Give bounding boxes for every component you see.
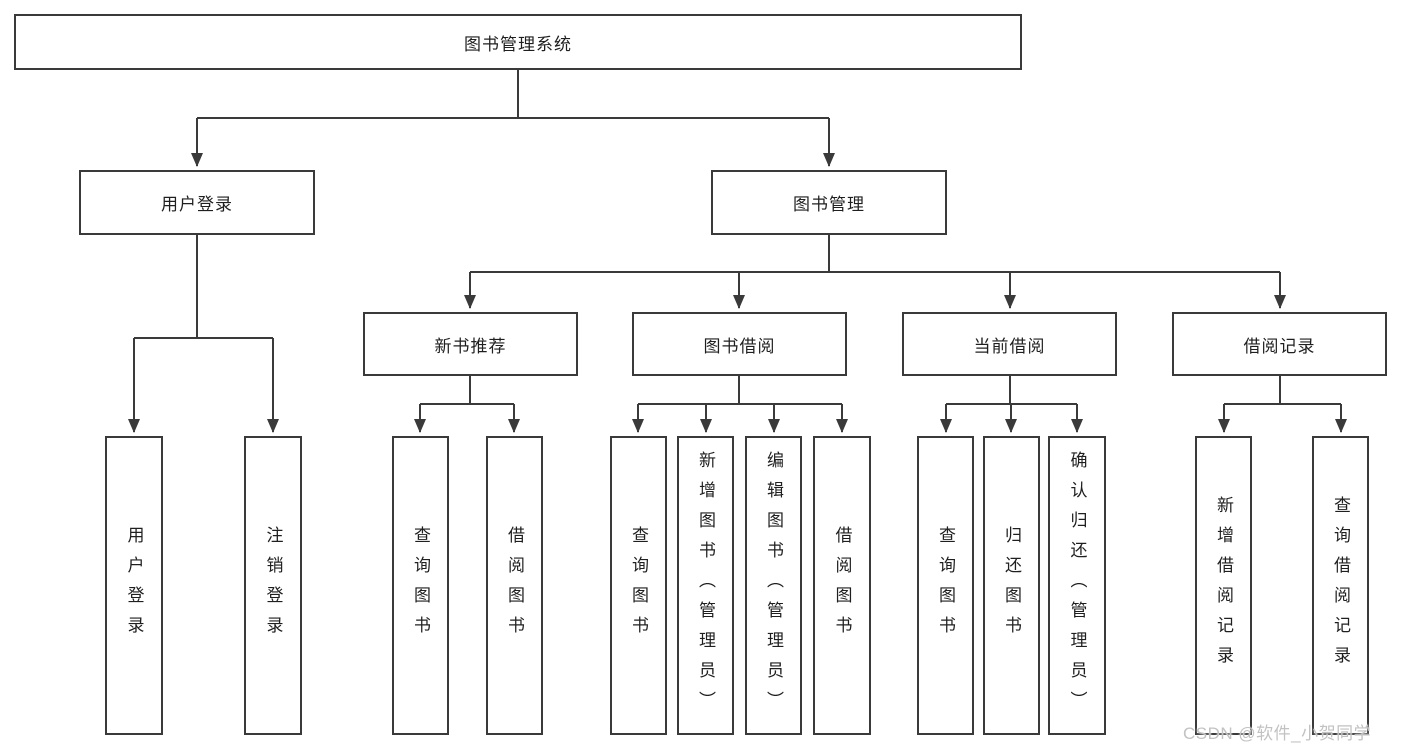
book-borrow-connectors — [632, 376, 848, 433]
leaf-query-books-2: 查询图书 — [610, 436, 667, 735]
leaf-user-login: 用户登录 — [105, 436, 163, 735]
node-borrow-records: 借阅记录 — [1172, 312, 1387, 376]
user-login-connectors — [128, 235, 279, 433]
leaf-query-books-1: 查询图书 — [392, 436, 449, 735]
leaf-add-books-admin-label: 新增图书（管理员） — [696, 450, 715, 721]
leaf-confirm-return-admin: 确认归还（管理员） — [1048, 436, 1106, 735]
root-connectors — [191, 70, 835, 167]
node-current-borrow: 当前借阅 — [902, 312, 1117, 376]
leaf-query-borrow-record-label: 查询借阅记录 — [1331, 495, 1350, 676]
current-borrow-connectors — [940, 376, 1083, 433]
leaf-add-books-admin: 新增图书（管理员） — [677, 436, 734, 735]
leaf-borrow-books-1-label: 借阅图书 — [505, 525, 524, 646]
node-new-book-recommend: 新书推荐 — [363, 312, 578, 376]
leaf-query-books-3: 查询图书 — [917, 436, 974, 735]
leaf-borrow-books-2: 借阅图书 — [813, 436, 871, 735]
watermark: CSDN @软件_小贺同学 — [1183, 724, 1372, 743]
book-management-connectors — [464, 235, 1286, 309]
leaf-add-borrow-record-label: 新增借阅记录 — [1214, 495, 1233, 676]
leaf-edit-books-admin-label: 编辑图书（管理员） — [764, 450, 783, 721]
leaf-user-login-label: 用户登录 — [124, 525, 144, 646]
leaf-query-books-3-label: 查询图书 — [936, 525, 955, 646]
node-user-login: 用户登录 — [79, 170, 315, 235]
leaf-edit-books-admin: 编辑图书（管理员） — [745, 436, 802, 735]
leaf-logout-label: 注销登录 — [263, 525, 283, 646]
leaf-logout: 注销登录 — [244, 436, 302, 735]
leaf-query-books-2-label: 查询图书 — [629, 525, 648, 646]
leaf-add-borrow-record: 新增借阅记录 — [1195, 436, 1252, 735]
leaf-borrow-books-2-label: 借阅图书 — [832, 525, 852, 646]
leaf-return-books: 归还图书 — [983, 436, 1040, 735]
leaf-confirm-return-admin-label: 确认归还（管理员） — [1067, 450, 1087, 721]
new-book-recommend-connectors — [414, 376, 520, 433]
node-book-management: 图书管理 — [711, 170, 947, 235]
node-book-borrow: 图书借阅 — [632, 312, 847, 376]
leaf-borrow-books-1: 借阅图书 — [486, 436, 543, 735]
leaf-query-borrow-record: 查询借阅记录 — [1312, 436, 1369, 735]
borrow-records-connectors — [1218, 376, 1347, 433]
leaf-return-books-label: 归还图书 — [1002, 525, 1021, 646]
leaf-query-books-1-label: 查询图书 — [411, 525, 430, 646]
node-book-management-system: 图书管理系统 — [14, 14, 1022, 70]
